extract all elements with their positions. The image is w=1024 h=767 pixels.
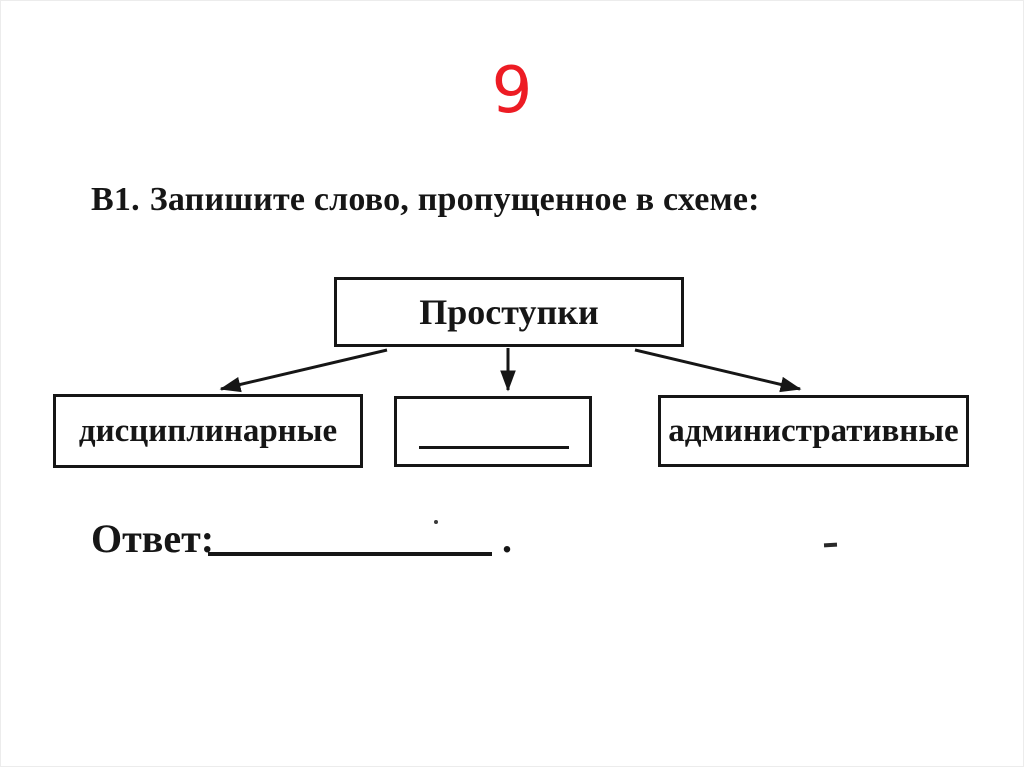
diagram-box-root: Проступки [334,277,684,347]
question-text: Запишите слово, пропущенное в схеме: [149,181,760,218]
diagram-root-label: Проступки [419,292,599,332]
slide-number: 9 [491,54,533,128]
blank-fill-line [419,446,569,449]
diagram-box-disciplinary-label: дисциплинарные [78,412,338,449]
scan-artifact-speck [434,520,438,524]
question-label: В1. [91,181,140,218]
answer-period: . [502,516,512,561]
arrow-to-administrative [634,348,802,393]
answer-label: Ответ: [91,516,215,561]
arrow-to-disciplinary [219,348,388,393]
scan-artifact-dash [823,542,838,548]
answer-blank-line [208,552,492,556]
question: В1.Запишите слово, пропущенное в схеме: [91,181,760,219]
diagram-box-administrative: административные [658,395,969,467]
diagram-box-disciplinary: дисциплинарные [53,394,363,468]
diagram-box-blank [394,396,592,467]
diagram-box-administrative-label: административные [668,412,959,449]
